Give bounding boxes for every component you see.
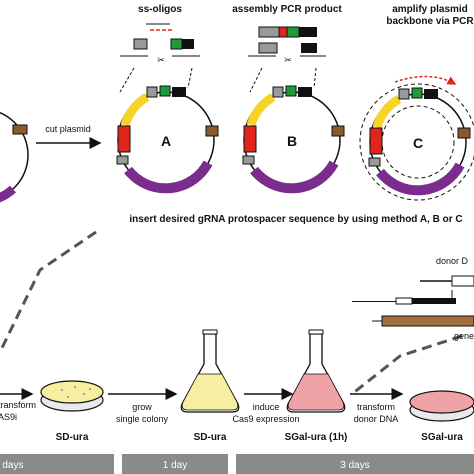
step-grow-l1: grow [132, 402, 152, 412]
amplify-label-1: amplify plasmid [392, 4, 468, 15]
amplify-label-2: backbone via PCR [386, 16, 474, 27]
gene-label: gene [454, 331, 474, 341]
step-grow-l2: single colony [116, 414, 169, 424]
timeline-label-3: 3 days [340, 460, 369, 471]
media-sd-ura-2: SD-ura [194, 432, 227, 443]
timeline-label-2: 1 day [163, 460, 187, 471]
step-transform-l2: AS9i [0, 412, 17, 422]
step-transform-donor-l2: donor DNA [354, 414, 399, 424]
timeline-bar: 3 days 1 day 3 days [0, 454, 474, 474]
plasmid-b: assembly PCR product ✂ B [232, 4, 345, 194]
donor-dna-panel: donor D gene [352, 256, 474, 341]
plate-sgal-ura: SGal-ura [409, 390, 474, 443]
timeline-segment-1 [0, 454, 114, 474]
assembly-label: assembly PCR product [232, 4, 342, 15]
flask-sd-ura: SD-ura [180, 329, 240, 443]
plasmid-b-letter: B [287, 133, 297, 149]
timeline-segment-3 [236, 454, 474, 474]
plasmid-a-letter: A [161, 133, 171, 149]
plate-sd-ura-1: SD-ura [40, 380, 104, 443]
ss-oligos-label: ss-oligos [138, 4, 182, 15]
cut-plasmid-arrow: cut plasmid [36, 124, 102, 149]
media-sd-ura-1: SD-ura [56, 432, 89, 443]
cut-plasmid-label: cut plasmid [45, 124, 91, 134]
plasmid-a: ss-oligos ✂ A [116, 4, 219, 194]
step-transform-l1: transform [0, 400, 36, 410]
timeline-label-1: 3 days [0, 460, 23, 471]
step-induce-l1: induce [253, 402, 280, 412]
step-induce-l2: Cas9 expression [232, 414, 299, 424]
insert-gRNA-instruction: insert desired gRNA protospacer sequence… [129, 214, 462, 225]
svg-text:✂: ✂ [284, 55, 292, 65]
donor-label: donor D [436, 256, 469, 266]
plasmid-c: amplify plasmid backbone via PCR C [359, 4, 474, 201]
dashed-guide-right [351, 334, 463, 396]
step-transform-donor-l1: transform [357, 402, 395, 412]
media-sgal-1h: SGal-ura (1h) [285, 432, 348, 443]
timeline-segment-2 [122, 454, 228, 474]
svg-text:✂: ✂ [157, 55, 165, 65]
plasmid-original [0, 111, 29, 203]
flask-sgal-ura: SGal-ura (1h) [285, 329, 348, 443]
media-sgal-ura: SGal-ura [421, 432, 463, 443]
dashed-guide-left [0, 230, 97, 353]
plasmid-c-letter: C [413, 135, 423, 151]
